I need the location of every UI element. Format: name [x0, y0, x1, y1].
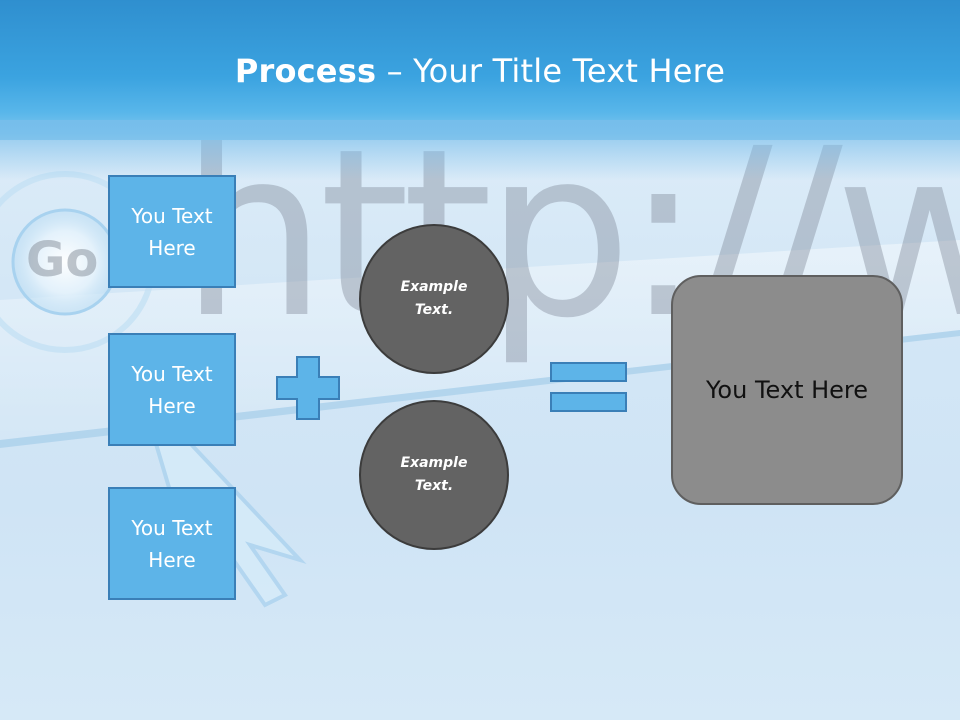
input-box-1: You Text Here [108, 175, 236, 288]
equals-icon-top-bar [550, 362, 627, 382]
background-go-text: Go [26, 232, 99, 288]
slide-title-bold: Process [234, 52, 377, 90]
example-circle-1: Example Text. [359, 224, 509, 374]
result-box: You Text Here [671, 275, 903, 505]
slide-title-rest: – Your Title Text Here [376, 52, 726, 90]
equals-icon-bottom-bar [550, 392, 627, 412]
plus-icon [276, 356, 340, 420]
slide-title: Process – Your Title Text Here [0, 52, 960, 90]
input-box-3: You Text Here [108, 487, 236, 600]
title-bar-fade [0, 120, 960, 180]
input-box-2: You Text Here [108, 333, 236, 446]
example-circle-2: Example Text. [359, 400, 509, 550]
title-bar [0, 0, 960, 140]
